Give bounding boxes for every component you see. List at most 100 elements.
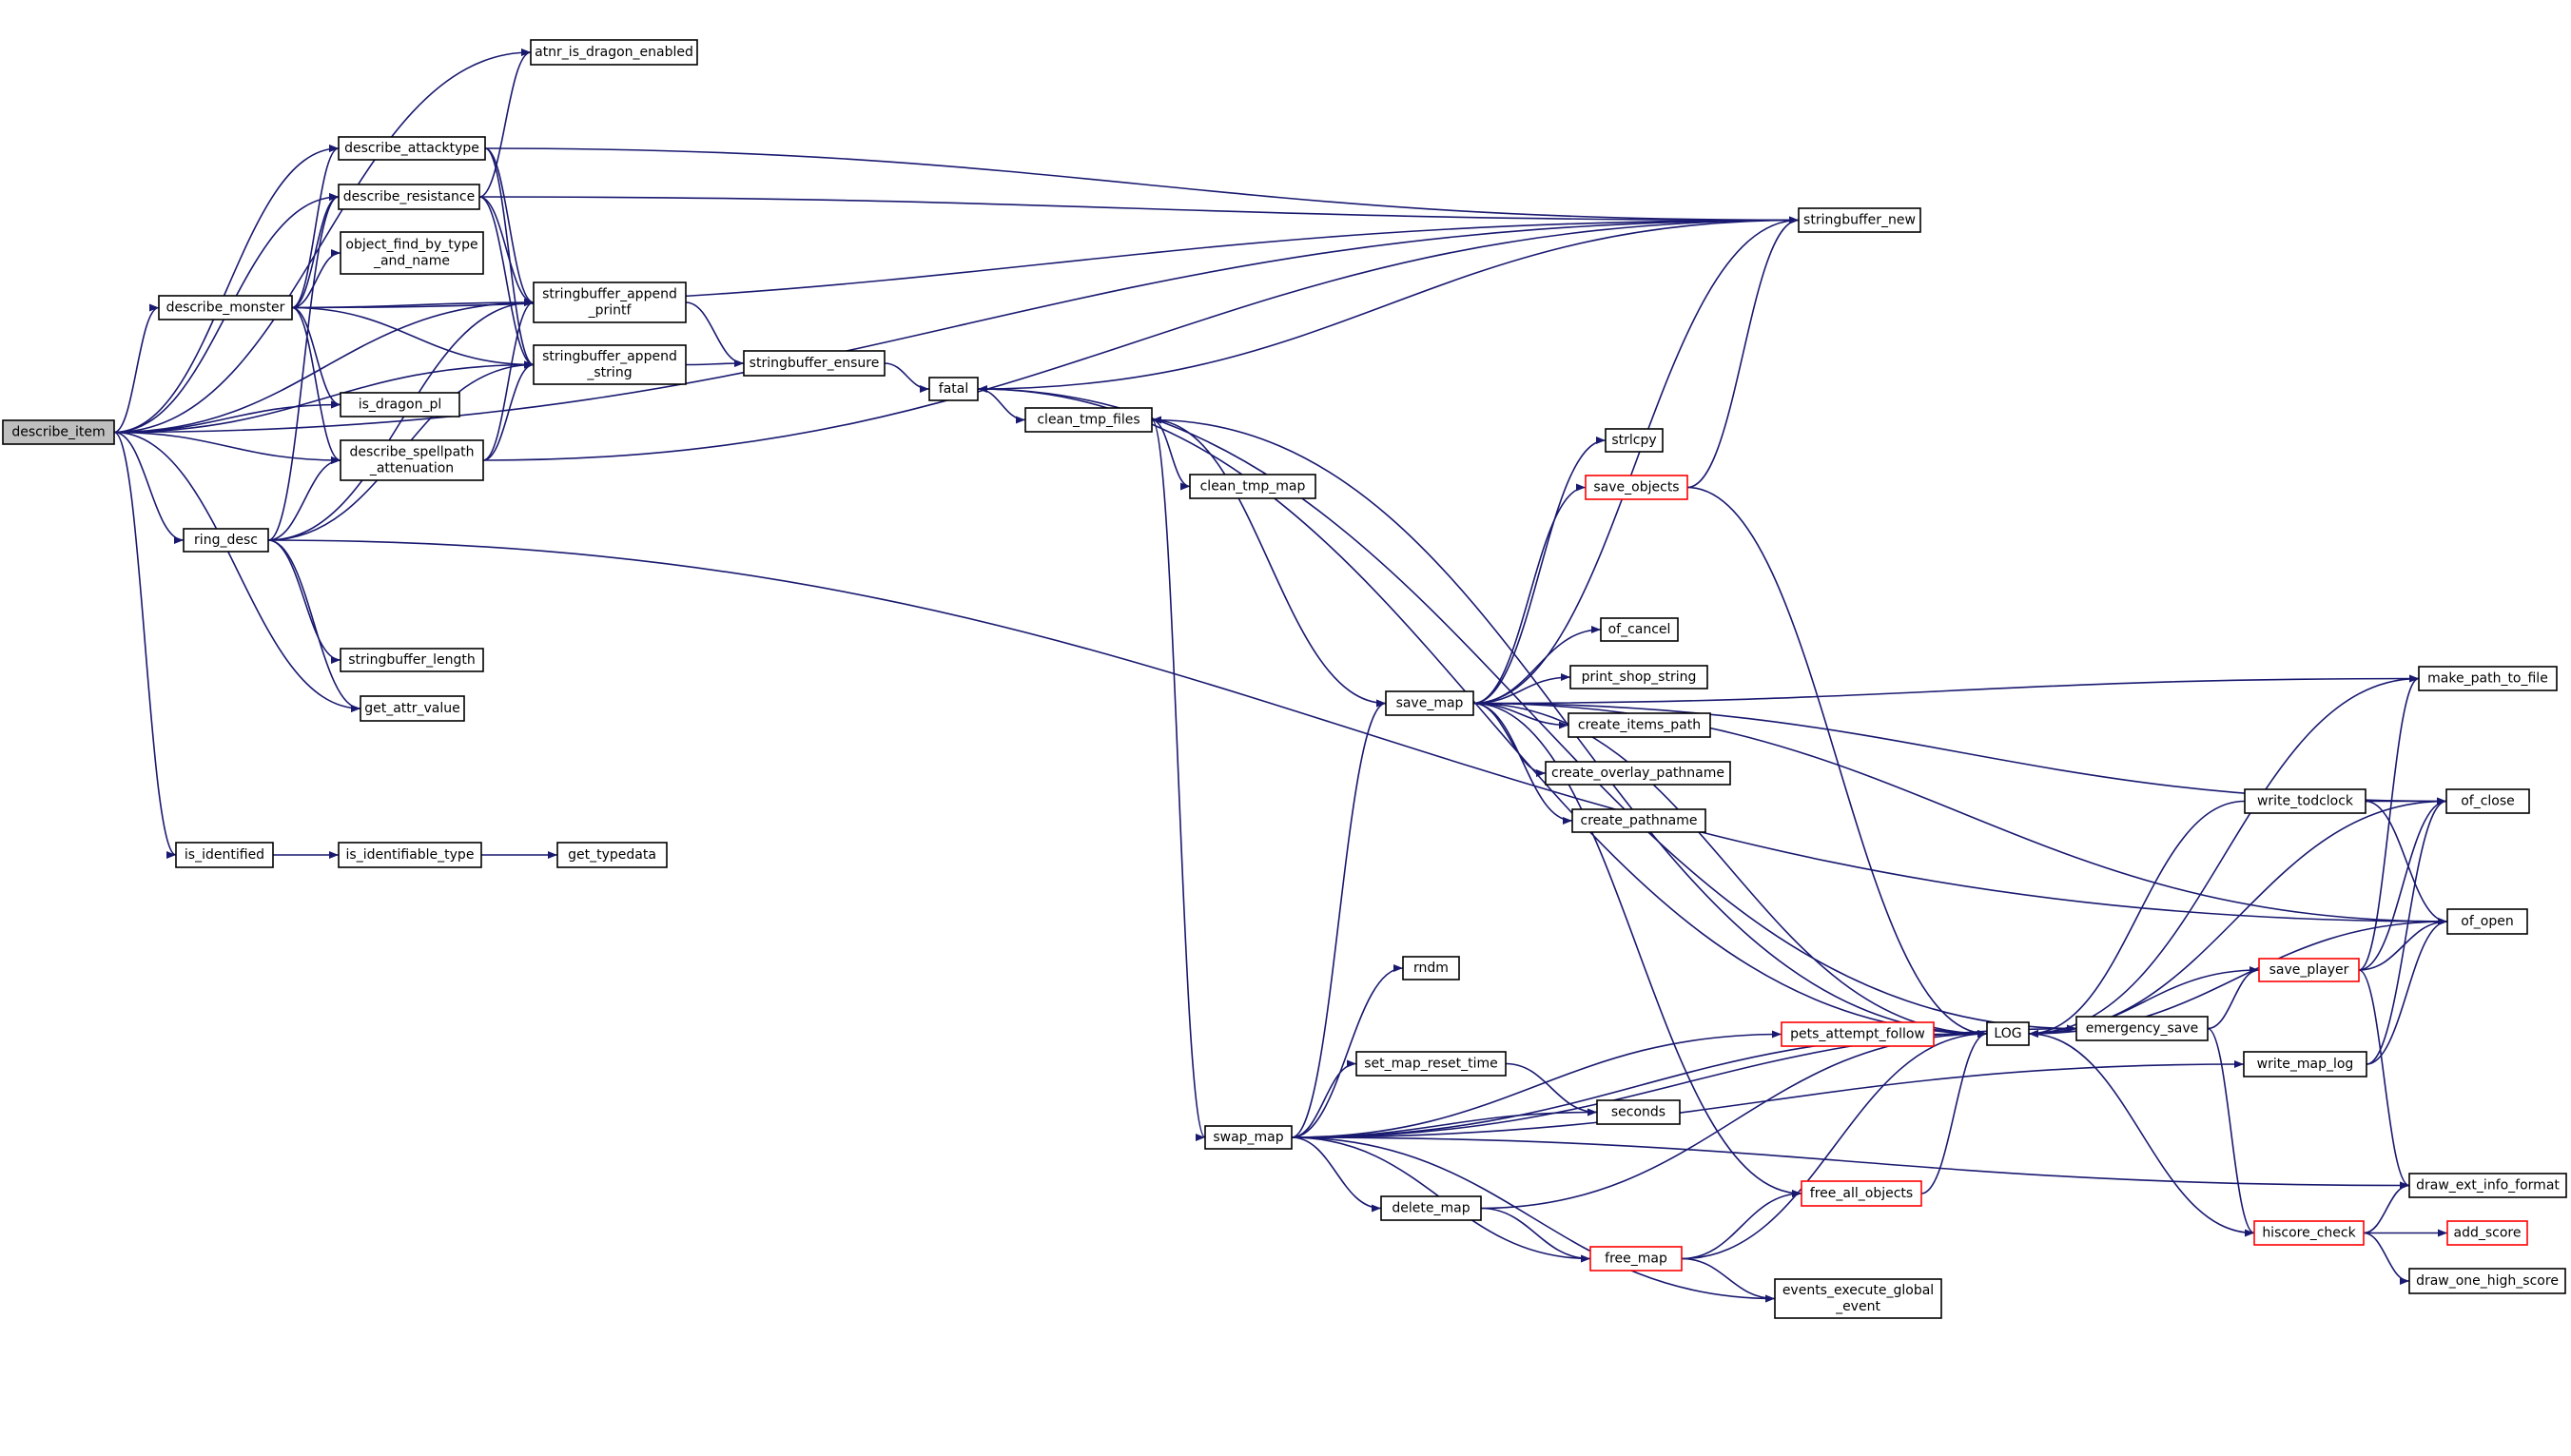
node-label-draw_one_high_score: draw_one_high_score (2416, 1273, 2559, 1289)
node-ring_desc[interactable]: ring_desc (183, 528, 269, 553)
node-box-LOG (1986, 1021, 2030, 1046)
node-is_identifiable_type[interactable]: is_identifiable_type (338, 842, 482, 868)
node-box-describe_item (2, 419, 115, 445)
node-label-make_path_to_file: make_path_to_file (2427, 671, 2548, 687)
node-box-make_path_to_file (2418, 666, 2558, 691)
edge-save_map-to-strlcpy (1472, 437, 1607, 705)
node-create_items_path[interactable]: create_items_path (1568, 712, 1711, 738)
node-get_attr_value[interactable]: get_attr_value (360, 695, 465, 722)
edge-describe_monster-to-describe_attacktype (291, 145, 340, 309)
node-box-describe_spellpath_attenuation (340, 439, 484, 481)
node-fatal[interactable]: fatal (928, 377, 979, 401)
edge-stringbuffer_ensure-to-fatal (884, 362, 930, 393)
edge-describe_monster-to-is_dragon_pl (291, 306, 341, 409)
node-label-describe_spellpath_attenuation: describe_spellpath (349, 445, 474, 460)
node-stringbuffer_new[interactable]: stringbuffer_new (1798, 207, 1921, 233)
node-events_execute_global_event[interactable]: events_execute_global_event (1774, 1278, 1942, 1319)
node-label-events_execute_global_event: _event (1835, 1299, 1880, 1314)
node-save_player[interactable]: save_player (2258, 958, 2360, 982)
node-clean_tmp_map[interactable]: clean_tmp_map (1189, 474, 1316, 499)
node-strlcpy[interactable]: strlcpy (1605, 428, 1664, 453)
edge-ring_desc-to-stringbuffer_length (267, 539, 341, 664)
node-label-get_attr_value: get_attr_value (364, 701, 460, 716)
node-atnr_is_dragon_enabled[interactable]: atnr_is_dragon_enabled (530, 39, 698, 66)
node-describe_item[interactable]: describe_item (2, 419, 115, 445)
node-label-is_identifiable_type: is_identifiable_type (346, 847, 475, 863)
node-draw_ext_info_format[interactable]: draw_ext_info_format (2408, 1173, 2567, 1198)
node-draw_one_high_score[interactable]: draw_one_high_score (2408, 1268, 2566, 1294)
node-rndm[interactable]: rndm (1402, 956, 1460, 980)
node-label-fatal: fatal (939, 381, 968, 397)
edge-make_path_to_file-to-LOG (2028, 677, 2420, 1038)
node-box-of_open (2446, 908, 2528, 935)
node-save_map[interactable]: save_map (1385, 690, 1474, 716)
node-save_objects[interactable]: save_objects (1585, 475, 1688, 500)
node-pets_attempt_follow[interactable]: pets_attempt_follow (1781, 1021, 1935, 1047)
node-of_cancel[interactable]: of_cancel (1600, 617, 1679, 642)
node-free_map[interactable]: free_map (1589, 1246, 1683, 1272)
node-stringbuffer_ensure[interactable]: stringbuffer_ensure (743, 350, 886, 377)
edge-fatal-to-LOG (977, 388, 1988, 1038)
node-describe_monster[interactable]: describe_monster (158, 295, 293, 320)
node-describe_spellpath_attenuation[interactable]: describe_spellpath_attenuation (340, 439, 484, 481)
edge-hiscore_check-to-draw_one_high_score (2363, 1232, 2410, 1285)
edge-swap_map-to-delete_map (1291, 1136, 1382, 1213)
node-box-clean_tmp_map (1189, 474, 1316, 499)
node-label-stringbuffer_length: stringbuffer_length (348, 652, 476, 668)
edge-fatal-to-emergency_save (977, 388, 2077, 1033)
node-of_close[interactable]: of_close (2445, 788, 2530, 814)
node-write_map_log[interactable]: write_map_log (2243, 1051, 2367, 1077)
node-create_overlay_pathname[interactable]: create_overlay_pathname (1545, 761, 1731, 786)
edge-ring_desc-to-describe_spellpath_attenuation (267, 456, 341, 541)
node-stringbuffer_append_printf[interactable]: stringbuffer_append_printf (533, 281, 687, 323)
edge-ring_desc-to-get_attr_value (267, 539, 361, 712)
node-set_map_reset_time[interactable]: set_map_reset_time (1355, 1051, 1507, 1077)
node-box-object_find_by_type_and_name (340, 231, 484, 275)
edge-stringbuffer_append_string-to-stringbuffer_ensure (685, 359, 745, 368)
node-box-write_todclock (2244, 788, 2366, 814)
node-box-is_identifiable_type (338, 842, 482, 868)
edge-ring_desc-to-of_open (267, 539, 2448, 925)
node-stringbuffer_length[interactable]: stringbuffer_length (340, 648, 484, 672)
node-hiscore_check[interactable]: hiscore_check (2253, 1220, 2365, 1246)
edge-describe_resistance-to-stringbuffer_append_printf (478, 196, 535, 306)
node-of_open[interactable]: of_open (2446, 908, 2528, 935)
node-box-free_map (1589, 1246, 1683, 1272)
edge-describe_attacktype-to-stringbuffer_new (484, 147, 1800, 224)
node-add_score[interactable]: add_score (2446, 1220, 2528, 1246)
edge-describe_item-to-describe_spellpath_attenuation (113, 431, 341, 464)
node-get_typedata[interactable]: get_typedata (556, 842, 668, 868)
node-object_find_by_type_and_name[interactable]: object_find_by_type_and_name (340, 231, 484, 275)
node-create_pathname[interactable]: create_pathname (1571, 808, 1706, 833)
node-LOG[interactable]: LOG (1986, 1021, 2030, 1046)
node-clean_tmp_files[interactable]: clean_tmp_files (1024, 407, 1153, 433)
node-is_identified[interactable]: is_identified (175, 842, 274, 868)
edge-save_map-to-save_objects (1472, 483, 1587, 705)
node-box-create_items_path (1568, 712, 1711, 738)
edge-save_map-to-make_path_to_file (1472, 674, 2420, 705)
node-label-create_overlay_pathname: create_overlay_pathname (1551, 766, 1724, 781)
node-swap_map[interactable]: swap_map (1204, 1125, 1293, 1150)
node-emergency_save[interactable]: emergency_save (2075, 1016, 2209, 1041)
node-write_todclock[interactable]: write_todclock (2244, 788, 2366, 814)
edge-save_player-to-of_open (2358, 918, 2448, 971)
node-stringbuffer_append_string[interactable]: stringbuffer_append_string (533, 344, 687, 385)
node-describe_resistance[interactable]: describe_resistance (338, 184, 480, 210)
edge-write_map_log-to-of_open (2366, 918, 2448, 1065)
edge-of_close-to-LOG (2028, 800, 2447, 1038)
edge-swap_map-to-save_map (1291, 699, 1387, 1138)
node-make_path_to_file[interactable]: make_path_to_file (2418, 666, 2558, 691)
node-box-set_map_reset_time (1355, 1051, 1507, 1077)
node-label-free_all_objects: free_all_objects (1810, 1186, 1913, 1201)
node-box-is_dragon_pl (340, 392, 460, 417)
node-is_dragon_pl[interactable]: is_dragon_pl (340, 392, 460, 417)
node-print_shop_string[interactable]: print_shop_string (1569, 665, 1708, 689)
edge-emergency_save-to-save_player (2207, 966, 2260, 1030)
node-box-events_execute_global_event (1774, 1278, 1942, 1319)
edge-save_map-to-free_all_objects (1472, 702, 1802, 1197)
node-describe_attacktype[interactable]: describe_attacktype (338, 136, 486, 161)
node-seconds[interactable]: seconds (1596, 1099, 1681, 1125)
node-free_all_objects[interactable]: free_all_objects (1801, 1180, 1922, 1207)
node-delete_map[interactable]: delete_map (1380, 1195, 1482, 1221)
node-label-of_close: of_close (2461, 794, 2515, 809)
